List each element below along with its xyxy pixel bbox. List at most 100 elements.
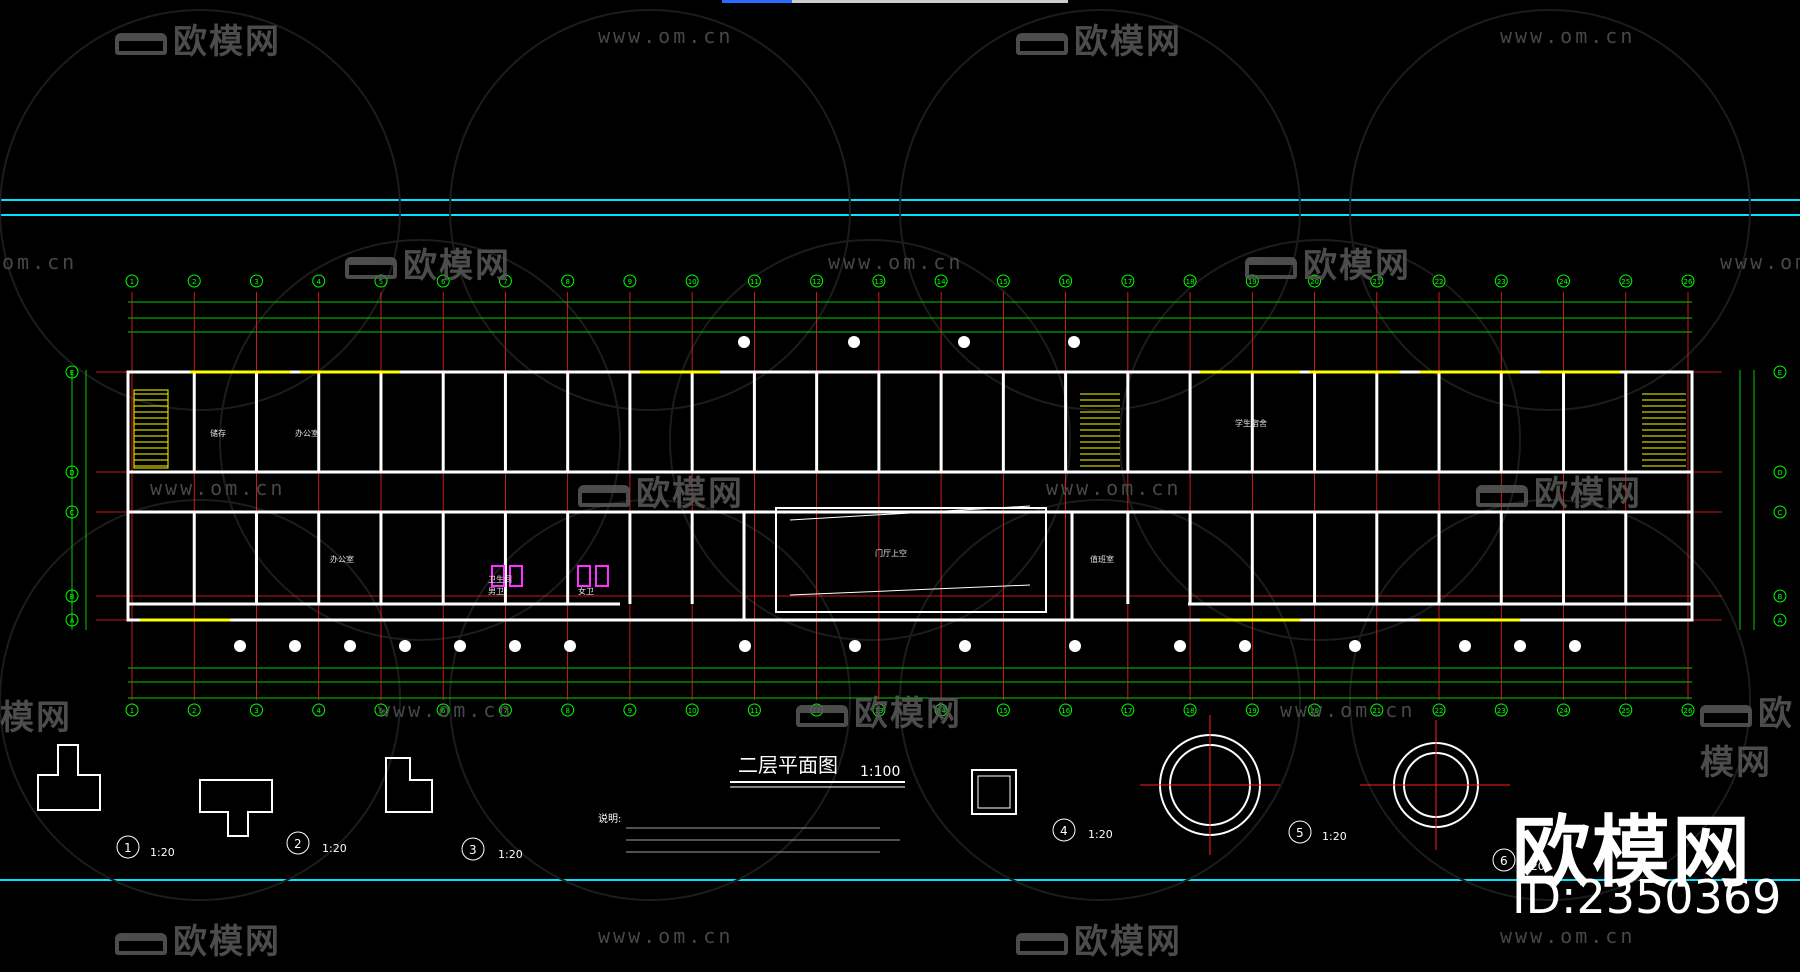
watermark-brand: 欧模网 [1700, 694, 1794, 783]
axis-label: 1 [130, 278, 134, 286]
watermark-brand: 欧模网 [1245, 238, 1411, 287]
axis-label: 19 [1248, 707, 1257, 715]
axis-label: 25 [1621, 278, 1630, 286]
axis-label: 5 [379, 278, 383, 286]
axis-label: 22 [1435, 278, 1444, 286]
sofa-logo-icon [1700, 704, 1752, 727]
axis-bubble: 22 [1432, 274, 1446, 288]
axis-bubble: C [1773, 505, 1787, 519]
axis-bubble: 15 [996, 703, 1010, 717]
axis-label: 14 [937, 278, 946, 286]
atrium-void [775, 505, 1047, 613]
axis-bubble: 11 [747, 274, 761, 288]
axis-label: 3 [254, 278, 258, 286]
axis-label: B [1778, 593, 1783, 601]
axis-label: 15 [999, 707, 1008, 715]
detail-scale: 1:20 [322, 842, 347, 855]
notes-label: 说明: [598, 812, 621, 825]
axis-bubble: 21 [1370, 703, 1384, 717]
watermark-brand: 欧模网 [1476, 466, 1642, 515]
detail-number: 2 [294, 837, 302, 851]
axis-bubble: 6 [436, 274, 450, 288]
room-label: 门厅上空 [875, 548, 907, 558]
sofa-logo-icon [1245, 256, 1297, 279]
drawing-scale: 1:100 [860, 764, 900, 780]
watermark-brand: 欧模网 [796, 686, 962, 735]
axis-label: 3 [254, 707, 258, 715]
detail-1: 1 1:20 [37, 744, 175, 859]
axis-bubble: 24 [1557, 703, 1571, 717]
axis-label: 18 [1186, 707, 1195, 715]
detail-scale: 1:20 [150, 846, 175, 859]
axis-label: 6 [441, 278, 446, 286]
axis-bubble: 25 [1619, 703, 1633, 717]
detail-3: 3 1:20 [385, 757, 523, 861]
sofa-logo-icon [578, 484, 630, 507]
detail-scale: 1:20 [498, 848, 523, 861]
watermark-brand: 模网 [0, 698, 72, 738]
brand-id: ID:2350369 [1512, 870, 1782, 924]
axis-bubble: C [65, 505, 79, 519]
axis-label: 6 [441, 707, 446, 715]
axis-bubble: 14 [934, 274, 948, 288]
axis-bubble: 16 [1059, 703, 1073, 717]
axis-label: 15 [999, 278, 1008, 286]
axis-bubble: 7 [498, 274, 512, 288]
axis-label: C [1778, 509, 1783, 517]
detail-number: 4 [1060, 824, 1068, 838]
axis-bubble: 18 [1183, 274, 1197, 288]
axis-label: 20 [1310, 278, 1319, 286]
axis-label: 2 [192, 707, 196, 715]
room-label: 卫生间 [488, 574, 512, 584]
detail-5: 5 1:20 [1159, 734, 1347, 844]
detail-scale: 1:20 [1520, 860, 1545, 873]
axis-bubble: 9 [623, 274, 637, 288]
watermark-brand: 欧模网 [115, 914, 281, 963]
detail-4: 4 1:20 [971, 769, 1113, 842]
axis-bubble: 12 [810, 274, 824, 288]
axis-bubble: 17 [1121, 274, 1135, 288]
drawing-title: 二层平面图 [738, 753, 838, 777]
axis-bubble: D [1773, 465, 1787, 479]
axis-label: A [1778, 617, 1783, 625]
axis-bubble: 16 [1059, 274, 1073, 288]
axis-bubble: 4 [312, 703, 326, 717]
axis-label: 16 [1061, 278, 1070, 286]
room-label: 学生宿舍 [1235, 418, 1267, 428]
axis-bubble: 11 [747, 703, 761, 717]
axis-label: 13 [874, 707, 883, 715]
toilet-fixtures [491, 565, 609, 587]
axis-bubble: 14 [934, 703, 948, 717]
room-label: 办公室 [330, 554, 354, 564]
axis-label: D [1777, 469, 1782, 477]
detail-2: 2 1:20 [199, 779, 347, 855]
watermark-url: www.om.cn [150, 476, 286, 500]
room-labels: 储存 办公室 办公室 学生宿舍 值班室 门厅上空 卫生间 男卫 女卫 [210, 418, 1267, 596]
brand-logo-text: 欧模网 [1512, 808, 1753, 898]
axis-bubble: 25 [1619, 274, 1633, 288]
column-dots [234, 336, 1581, 652]
detail-number: 3 [469, 843, 477, 857]
watermark-url: www.om.cn [828, 250, 964, 274]
axis-label: 24 [1559, 278, 1568, 286]
axis-bubble: B [1773, 589, 1787, 603]
room-label: 储存 [210, 428, 226, 438]
room-label: 女卫 [578, 586, 594, 596]
axis-bubble: 21 [1370, 274, 1384, 288]
room-label: 办公室 [295, 428, 319, 438]
axis-label: 5 [379, 707, 383, 715]
axis-label: 26 [1684, 707, 1693, 715]
axis-bubble: 3 [249, 274, 263, 288]
watermark-url: www.om.cn [1500, 924, 1636, 948]
axis-bubble: 23 [1494, 703, 1508, 717]
axis-bubble: 26 [1681, 274, 1695, 288]
axis-label: 21 [1372, 278, 1381, 286]
axis-label: 23 [1497, 278, 1506, 286]
stair-steps [134, 393, 1686, 467]
axis-bubble: 1 [125, 703, 139, 717]
axis-bubble: D [65, 465, 79, 479]
axis-bubble: 26 [1681, 703, 1695, 717]
